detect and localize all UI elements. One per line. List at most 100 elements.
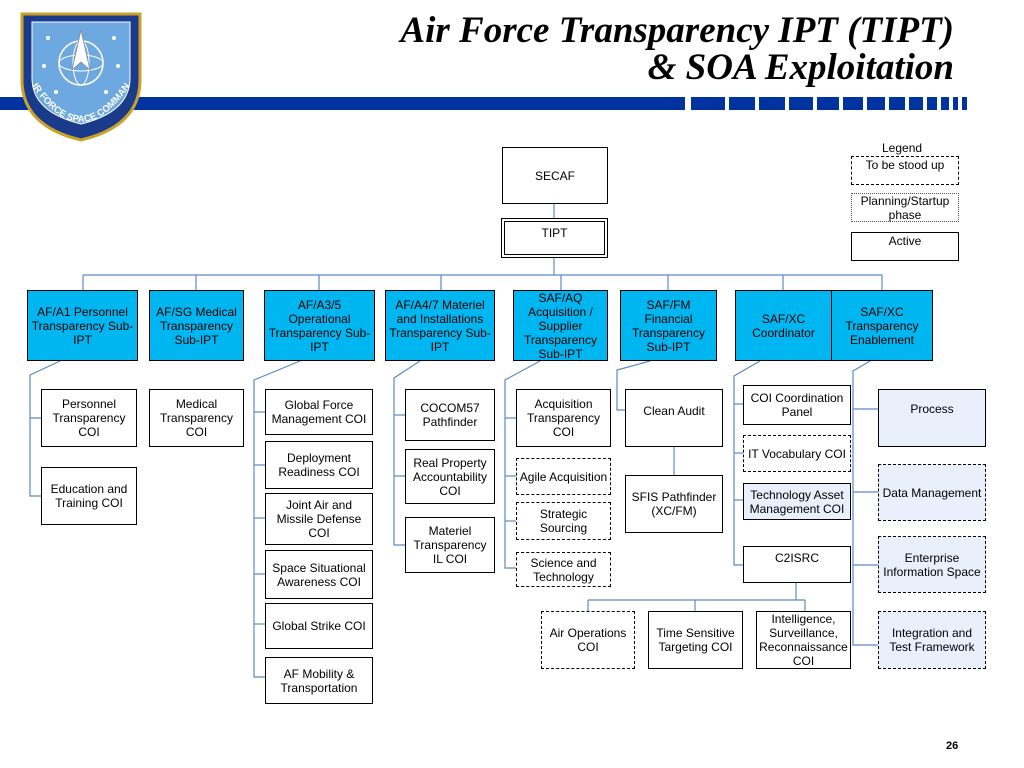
- air-force-space-command-seal: AIR FORCE SPACE COMMAND: [18, 8, 142, 142]
- coi-clean-audit: Clean Audit: [625, 389, 723, 447]
- coi-it-vocabulary: IT Vocabulary COI: [743, 435, 851, 472]
- coi-space-sa-label: Space Situational Awareness COI: [272, 560, 366, 589]
- enablement-data-management: Data Management: [878, 464, 986, 521]
- sub-ipt-a47-label: AF/A4/7 Materiel and Installations Trans…: [389, 297, 491, 354]
- header-band: [0, 97, 685, 110]
- coi-tech-asset-label: Technology Asset Management COI: [749, 487, 845, 516]
- sub-ipt-xc-coordinator: SAF/XC Coordinator: [735, 290, 832, 361]
- coi-c2isrc-label: C2ISRC: [774, 551, 819, 565]
- coi-global-strike: Global Strike COI: [265, 603, 373, 649]
- coi-it-vocabulary-label: IT Vocabulary COI: [748, 446, 846, 461]
- header-band-dash: [817, 97, 839, 110]
- header-band-dash: [729, 97, 755, 110]
- coi-medical-label: Medical Transparency COI: [160, 397, 233, 439]
- sub-ipt-a35: AF/A3/5 Operational Transparency Sub-IPT: [264, 290, 375, 361]
- coi-isr-label: Intelligence, Surveillance, Reconnaissan…: [759, 612, 848, 668]
- enablement-enterprise-info: Enterprise Information Space: [878, 536, 986, 593]
- enablement-process: Process: [878, 389, 986, 447]
- coi-materiel-label: Materiel Transparency IL COI: [413, 524, 487, 566]
- coi-acquisition: Acquisition Transparency COI: [516, 389, 611, 447]
- legend-active-label: Active: [888, 234, 922, 248]
- coi-strategic-label: Strategic Sourcing: [539, 507, 588, 535]
- header-band-dash: [927, 97, 937, 110]
- coi-global-force: Global Force Management COI: [265, 389, 373, 435]
- coi-cocom: COCOM57 Pathfinder: [405, 389, 495, 441]
- coi-acquisition-label: Acquisition Transparency COI: [527, 397, 600, 439]
- tipt-box: TIPT: [501, 218, 608, 258]
- secaf-box: SECAF: [502, 147, 608, 204]
- sub-ipt-sg-label: AF/SG Medical Transparency Sub-IPT: [156, 304, 237, 347]
- legend-planning: Planning/Startup phase: [851, 193, 959, 222]
- sub-ipt-a1: AF/A1 Personnel Transparency Sub-IPT: [27, 290, 138, 361]
- coi-science: Science and Technology: [516, 552, 611, 587]
- coi-medical: Medical Transparency COI: [149, 389, 244, 447]
- coi-coordination-panel-label: COI Coordination Panel: [750, 391, 844, 419]
- sub-ipt-a1-label: AF/A1 Personnel Transparency Sub-IPT: [31, 304, 134, 347]
- coi-coordination-panel: COI Coordination Panel: [743, 385, 851, 425]
- coi-joint-air: Joint Air and Missile Defense COI: [265, 493, 373, 545]
- sub-ipt-fm: SAF/FM Financial Transparency Sub-IPT: [620, 290, 717, 361]
- coi-joint-air-label: Joint Air and Missile Defense COI: [276, 498, 362, 540]
- header-band-dash: [941, 97, 949, 110]
- coi-personnel-label: Personnel Transparency COI: [52, 397, 126, 439]
- enablement-integration-test-label: Integration and Test Framework: [889, 626, 975, 654]
- page-title: Air Force Transparency IPT (TIPT) & SOA …: [400, 12, 954, 86]
- coi-sfis-label: SFIS Pathfinder (XC/FM): [631, 490, 717, 518]
- coi-strategic: Strategic Sourcing: [516, 502, 611, 540]
- coi-mobility: AF Mobility & Transportation: [265, 657, 373, 704]
- sub-ipt-aq-label: SAF/AQ Acquisition / Supplier Transparen…: [524, 290, 597, 361]
- sub-ipt-aq: SAF/AQ Acquisition / Supplier Transparen…: [513, 290, 608, 361]
- coi-time-sensitive: Time Sensitive Targeting COI: [648, 611, 743, 669]
- page-number: 26: [946, 740, 959, 752]
- sub-ipt-a35-label: AF/A3/5 Operational Transparency Sub-IPT: [268, 297, 371, 354]
- enablement-integration-test: Integration and Test Framework: [878, 611, 986, 669]
- header-band-dash: [889, 97, 905, 110]
- coi-mobility-label: AF Mobility & Transportation: [280, 666, 358, 695]
- coi-real-property: Real Property Accountability COI: [405, 449, 495, 504]
- sub-ipt-a47: AF/A4/7 Materiel and Installations Trans…: [385, 290, 495, 361]
- sub-ipt-xc-enablement: SAF/XC Transparency Enablement: [831, 290, 933, 361]
- header-band-dash: [909, 97, 923, 110]
- sub-ipt-xc-coordinator-label: SAF/XC Coordinator: [752, 311, 815, 340]
- legend-to-be-stood-up-label: To be stood up: [865, 158, 945, 172]
- header-band-dash: [867, 97, 885, 110]
- header-band-dash: [843, 97, 863, 110]
- coi-materiel: Materiel Transparency IL COI: [405, 517, 495, 573]
- coi-cocom-label: COCOM57 Pathfinder: [420, 401, 480, 429]
- coi-space-sa: Space Situational Awareness COI: [265, 550, 373, 599]
- coi-clean-audit-label: Clean Audit: [643, 404, 705, 418]
- coi-education: Education and Training COI: [41, 467, 137, 525]
- coi-sfis: SFIS Pathfinder (XC/FM): [625, 475, 723, 533]
- enablement-process-label: Process: [910, 402, 954, 416]
- coi-real-property-label: Real Property Accountability COI: [412, 455, 488, 498]
- coi-time-sensitive-label: Time Sensitive Targeting COI: [656, 626, 735, 654]
- coi-c2isrc: C2ISRC: [743, 546, 851, 583]
- sub-ipt-sg: AF/SG Medical Transparency Sub-IPT: [149, 290, 244, 361]
- coi-agile-label: Agile Acquisition: [519, 469, 608, 484]
- legend-title: Legend: [882, 141, 923, 155]
- enablement-enterprise-info-label: Enterprise Information Space: [883, 550, 981, 579]
- coi-education-label: Education and Training COI: [50, 482, 128, 510]
- coi-isr: Intelligence, Surveillance, Reconnaissan…: [756, 611, 851, 669]
- coi-science-label: Science and Technology: [530, 555, 597, 584]
- coi-agile: Agile Acquisition: [516, 458, 611, 495]
- tipt-label: TIPT: [541, 226, 568, 240]
- title-line-1: Air Force Transparency IPT (TIPT): [400, 10, 954, 51]
- sub-ipt-fm-label: SAF/FM Financial Transparency Sub-IPT: [632, 297, 705, 354]
- coi-deployment-label: Deployment Readiness COI: [278, 451, 360, 479]
- coi-deployment: Deployment Readiness COI: [265, 441, 373, 489]
- coi-air-operations: Air Operations COI: [541, 611, 635, 669]
- coi-personnel: Personnel Transparency COI: [41, 389, 137, 447]
- enablement-data-management-label: Data Management: [882, 485, 982, 500]
- legend-planning-label: Planning/Startup phase: [860, 193, 950, 222]
- header-band-dash: [962, 97, 967, 110]
- legend-to-be-stood-up: To be stood up: [851, 156, 959, 185]
- legend-active: Active: [851, 232, 959, 261]
- secaf-label: SECAF: [534, 168, 575, 183]
- coi-global-strike-label: Global Strike COI: [272, 619, 366, 633]
- coi-air-operations-label: Air Operations COI: [549, 626, 627, 654]
- header-band-dash: [789, 97, 813, 110]
- sub-ipt-xc-enablement-label: SAF/XC Transparency Enablement: [845, 304, 919, 347]
- coi-global-force-label: Global Force Management COI: [271, 398, 367, 426]
